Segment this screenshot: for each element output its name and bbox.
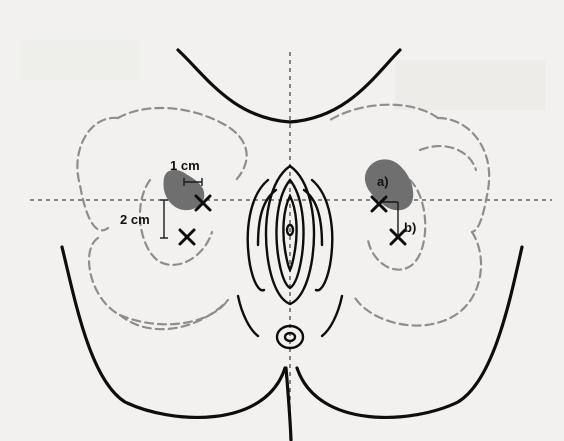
right-buttock-outline bbox=[297, 247, 522, 417]
anus-outline bbox=[277, 326, 303, 348]
label-point-b: b) bbox=[404, 220, 416, 235]
left-shaded-region bbox=[163, 170, 204, 210]
anus-inner bbox=[285, 333, 295, 341]
left-pelvic-bone-outline bbox=[77, 108, 246, 329]
right-pelvic-bone-outline bbox=[330, 105, 489, 326]
background-texture bbox=[20, 40, 545, 110]
right-perineal-curve bbox=[322, 296, 342, 336]
left-lower-x-mark bbox=[180, 230, 194, 244]
label-2cm: 2 cm bbox=[120, 212, 150, 227]
label-1cm: 1 cm bbox=[170, 158, 200, 173]
external-genitalia-outline bbox=[248, 166, 333, 304]
gluteal-cleft-outline bbox=[286, 368, 291, 440]
left-perineal-curve bbox=[238, 296, 258, 336]
upper-arch-outline bbox=[178, 50, 400, 122]
label-point-a: a) bbox=[377, 174, 389, 189]
